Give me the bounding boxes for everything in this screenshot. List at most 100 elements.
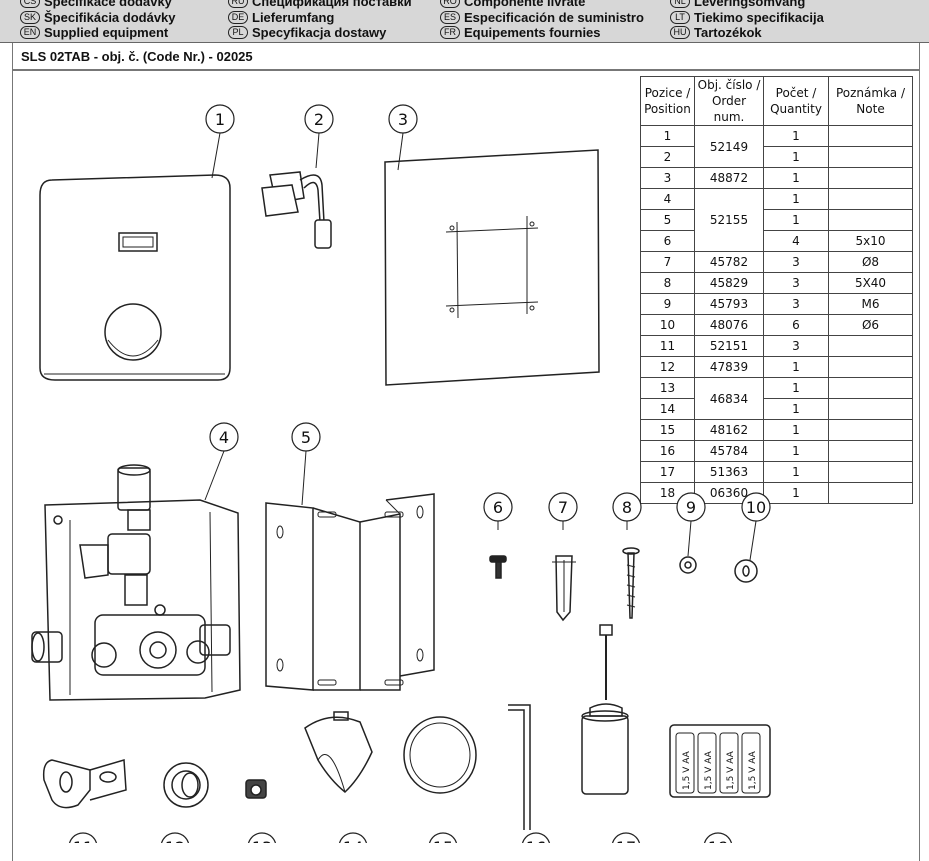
product-code-text: SLS 02TAB - obj. č. (Code Nr.) - 02025 xyxy=(21,48,253,64)
part-14-sleeve xyxy=(304,711,373,793)
svg-text:1: 1 xyxy=(215,110,225,129)
parts-illustration: 1 2 3 4 5 6 7 8 9 10 11 12 13 14 15 16 1… xyxy=(31,104,771,843)
lang-label: Спецификация поставки xyxy=(252,0,412,9)
drawing-frame xyxy=(12,70,920,861)
part-17-battery-holder xyxy=(581,624,629,795)
svg-text:13: 13 xyxy=(252,838,272,843)
part-13-small-fitting xyxy=(245,779,267,799)
lang-code-badge: HU xyxy=(670,26,690,39)
svg-text:9: 9 xyxy=(686,498,696,517)
lang-label: Especificación de suministro xyxy=(464,10,644,25)
callout-13: 13 xyxy=(247,832,277,843)
product-code-bar: SLS 02TAB - obj. č. (Code Nr.) - 02025 xyxy=(12,43,920,70)
callout-12: 12 xyxy=(160,832,190,843)
part-4-valve-box xyxy=(31,464,241,701)
lang-cs: CS Specifikace dodávky xyxy=(20,0,172,9)
callout-3: 3 xyxy=(388,104,418,134)
lang-pl: PL Specyfikacja dostawy xyxy=(228,25,386,40)
part-11-angle-bracket xyxy=(42,759,127,809)
lang-code-badge: RU xyxy=(228,0,248,8)
callout-6: 6 xyxy=(483,492,513,522)
part-5-mounting-bracket xyxy=(265,493,435,691)
header-quantity: Počet /Quantity xyxy=(763,76,829,126)
lang-label: Componente livrate xyxy=(464,0,586,9)
svg-text:2: 2 xyxy=(314,110,324,129)
lang-label: Supplied equipment xyxy=(44,25,169,40)
part-9-nut xyxy=(679,556,697,574)
lang-en: EN Supplied equipment xyxy=(20,25,168,40)
part-1-cover-plate xyxy=(39,174,231,381)
lang-label: Tartozékok xyxy=(694,25,762,40)
svg-text:17: 17 xyxy=(616,838,636,843)
lang-code-badge: EN xyxy=(20,26,40,39)
parts-table: Pozice /Position Obj. číslo /Order num. … xyxy=(640,76,913,504)
svg-text:4: 4 xyxy=(219,428,229,447)
lang-hu: HU Tartozékok xyxy=(670,25,762,40)
callout-15: 15 xyxy=(428,832,458,843)
header-order-number: Obj. číslo /Order num. xyxy=(694,76,764,126)
svg-text:12: 12 xyxy=(165,838,185,843)
svg-text:18: 18 xyxy=(708,838,728,843)
lang-ru: RU Спецификация поставки xyxy=(228,0,412,9)
lang-label: Špecifikácia dodávky xyxy=(44,10,176,25)
callout-4: 4 xyxy=(209,422,239,452)
part-3-mounting-template xyxy=(384,149,600,386)
lang-label: Tiekimo specifikacija xyxy=(694,10,824,25)
svg-text:16: 16 xyxy=(526,838,546,843)
lang-de: DE Lieferumfang xyxy=(228,10,334,25)
svg-text:7: 7 xyxy=(558,498,568,517)
part-6-screw xyxy=(489,555,507,579)
lang-label: Specyfikacja dostawy xyxy=(252,25,387,40)
lang-code-badge: SK xyxy=(20,11,40,24)
lang-code-badge: FR xyxy=(440,26,460,39)
svg-text:15: 15 xyxy=(433,838,453,843)
callout-14: 14 xyxy=(338,832,368,843)
part-7-wall-plug xyxy=(552,555,576,622)
lang-code-badge: RO xyxy=(440,0,460,8)
svg-text:5: 5 xyxy=(301,428,311,447)
part-12-ring-nut xyxy=(163,762,209,808)
battery-label: 1,5 V AA xyxy=(748,750,758,790)
svg-text:11: 11 xyxy=(73,838,93,843)
part-10-washer xyxy=(734,559,758,583)
lang-label: Leveringsomvang xyxy=(694,0,806,9)
lang-es: ES Especificación de suministro xyxy=(440,10,644,25)
part-15-o-ring xyxy=(403,716,477,794)
callout-5: 5 xyxy=(291,422,321,452)
lang-label: Specifikace dodávky xyxy=(44,0,172,9)
callout-2: 2 xyxy=(304,104,334,134)
battery-label: 1,5 V AA xyxy=(704,750,714,790)
header-language-bar: CS Specifikace dodávky SK Špecifikácia dod… xyxy=(0,0,929,43)
callout-9: 9 xyxy=(676,492,706,522)
lang-sk: SK Špecifikácia dodávky xyxy=(20,10,176,25)
lang-code-badge: DE xyxy=(228,11,248,24)
part-2-cable-connector xyxy=(261,171,332,249)
callout-1: 1 xyxy=(205,104,235,134)
lang-code-badge: ES xyxy=(440,11,460,24)
callout-7: 7 xyxy=(548,492,578,522)
callout-18: 18 xyxy=(703,832,733,843)
lang-fr: FR Equipements fournies xyxy=(440,25,601,40)
callout-17: 17 xyxy=(611,832,641,843)
lang-code-badge: PL xyxy=(228,26,248,39)
lang-code-badge: CS xyxy=(20,0,40,8)
callout-11: 11 xyxy=(68,832,98,843)
battery-label: 1,5 V AA xyxy=(682,750,692,790)
lang-label: Equipements fournies xyxy=(464,25,601,40)
lang-label: Lieferumfang xyxy=(252,10,335,25)
part-18-batteries: 1,5 V AA 1,5 V AA 1,5 V AA 1,5 V AA xyxy=(669,724,771,798)
svg-text:3: 3 xyxy=(398,110,408,129)
